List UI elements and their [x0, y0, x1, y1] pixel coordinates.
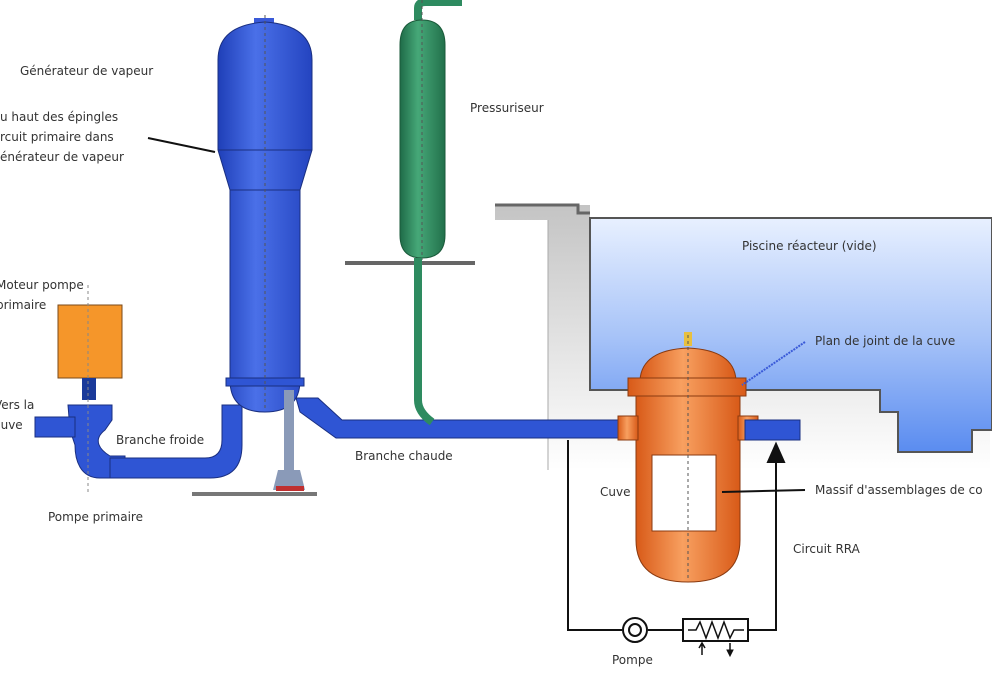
pool-water [589, 217, 992, 453]
label-primary-pump: Pompe primaire [48, 510, 143, 524]
label-vessel-flange: Plan de joint de la cuve [815, 334, 955, 348]
core-assemblies [651, 454, 717, 532]
label-steam-generator: Générateur de vapeur [20, 64, 153, 78]
label-core: Massif d'assemblages de co [815, 483, 983, 497]
reactor-vessel [617, 332, 801, 583]
concrete-structure [495, 205, 990, 470]
label-reactor-pool: Piscine réacteur (vide) [742, 239, 877, 253]
label-pump-motor-2: primaire [0, 298, 46, 312]
pump-motor [57, 304, 123, 379]
pipe-to-vessel [34, 416, 76, 438]
label-hairpins-2: rcuit primaire dans [0, 130, 114, 144]
rra-circuit [567, 440, 786, 658]
pressurizer [345, 0, 475, 426]
label-to-vessel-2: cuve [0, 418, 23, 432]
pump-icon [622, 617, 648, 643]
hairpins-leader [147, 137, 216, 153]
label-pump: Pompe [612, 653, 653, 667]
label-hairpins-3: énérateur de vapeur [0, 150, 124, 164]
label-rra-circuit: Circuit RRA [793, 542, 861, 556]
core-leader [721, 489, 806, 493]
label-hot-leg: Branche chaude [355, 449, 453, 463]
label-vessel: Cuve [600, 485, 630, 499]
label-to-vessel-1: Vers la [0, 398, 34, 412]
label-pump-motor-1: Moteur pompe [0, 278, 84, 292]
flange-leader [741, 341, 806, 386]
steam-generator [192, 15, 317, 496]
label-pressurizer: Pressuriseur [470, 101, 544, 115]
label-hairpins-1: u haut des épingles [0, 110, 118, 124]
label-cold-leg: Branche froide [116, 433, 204, 447]
